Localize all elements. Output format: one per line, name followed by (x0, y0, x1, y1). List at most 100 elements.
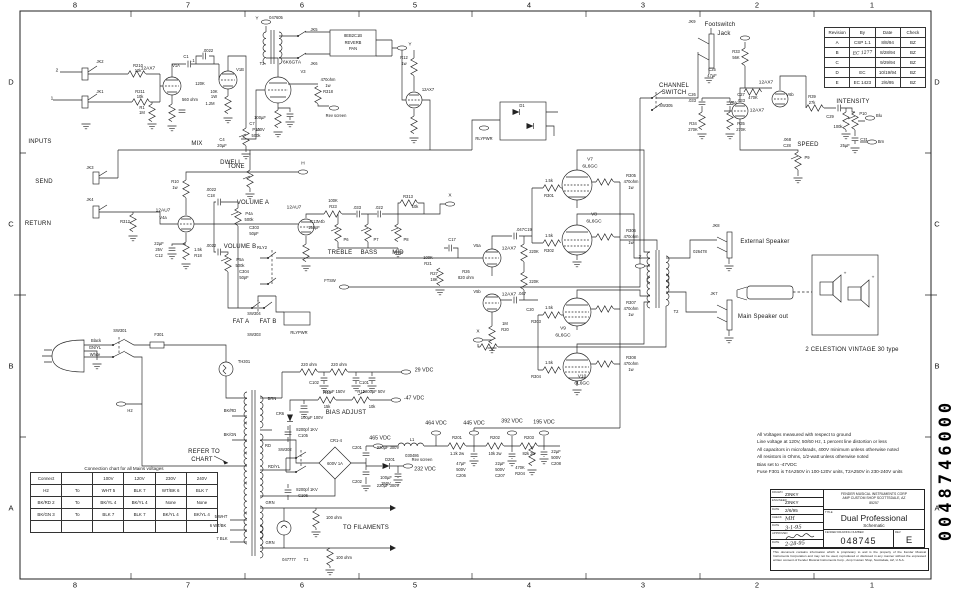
schematic-label: 1M (502, 320, 508, 326)
schematic-label: FAT B (259, 319, 277, 325)
schematic-label: .047 (516, 226, 524, 232)
schematic-label: R26 (462, 268, 470, 274)
schematic-label: 150pF (308, 224, 320, 230)
schematic-label: 195 VDC (533, 419, 555, 426)
schematic-label: SWITCH (661, 90, 687, 96)
schematic-label: P8 (403, 236, 409, 242)
schematic-label: .0022 (202, 47, 214, 53)
schematic-label: C27 (737, 91, 745, 97)
table-cell: WT/BK 6 (154, 484, 187, 497)
schematic-label: BK/GN (223, 431, 237, 437)
table-cell: D (823, 67, 851, 78)
schematic-label: VOLUME B (223, 244, 257, 250)
schematic-label: 5 WHT (214, 513, 228, 519)
schematic-label: 6K6GTA (282, 60, 302, 66)
schematic-label: 047605 (269, 14, 283, 20)
schematic-label: C4 (219, 136, 225, 142)
table-cell: BLK 7 (123, 508, 156, 521)
schematic-label: 220K (529, 248, 539, 254)
schematic-label: 1.2k 2w (449, 450, 465, 456)
schematic-label: Rev screen (411, 456, 433, 462)
grid-label: 6 (299, 0, 305, 10)
drawing-number-label: FENDER DRAWING NUMBER (825, 530, 864, 534)
schematic-label: MID (392, 250, 404, 256)
note-line: Bias set to -47VDC (757, 461, 797, 467)
table-cell: BZ (899, 47, 927, 58)
schematic-label: 1w (628, 311, 634, 317)
table-cell: EC (849, 67, 876, 78)
schematic-label: R306 (626, 227, 636, 233)
schematic-label: 1.5k (545, 177, 553, 183)
field-label: DATE (772, 539, 780, 544)
schematic-label: 220µF 300V (376, 482, 400, 488)
table-header: Revision (823, 27, 851, 38)
schematic-label: C18 (207, 192, 215, 198)
schematic-label: .0022 (205, 186, 217, 192)
schematic-label: 470ohm (623, 178, 639, 184)
schematic-label: 470ohm (320, 76, 336, 82)
schematic-label: TREBLE (327, 250, 353, 256)
schematic-label: 1 (50, 96, 54, 102)
schematic-label: 10k (368, 403, 376, 409)
schematic-label: 1.5k (545, 359, 553, 365)
schematic-label: .033 (737, 97, 745, 103)
grid-label: 6 (299, 580, 305, 590)
schematic-label: Z (638, 255, 642, 261)
schematic-label: R39 (808, 93, 816, 99)
schematic-label: C208 (551, 460, 561, 466)
title-label: TITLE (825, 510, 833, 514)
schematic-label: 1.5k (545, 232, 553, 238)
schematic-label: R313 (403, 193, 413, 199)
schematic-label: Brn (877, 138, 885, 144)
schematic-label: 464 VDC (425, 420, 447, 427)
schematic-label: 270K (736, 126, 746, 132)
table-cell (29, 520, 63, 533)
schematic-label: RLYPWR (290, 329, 308, 335)
schematic-label: .0022 (205, 242, 217, 248)
schematic-label: C207 (495, 472, 505, 478)
drawing-title: Dual Professional (840, 513, 908, 523)
schematic-label: P5a (236, 256, 244, 262)
table-cell: 9/29/94 (874, 57, 901, 68)
schematic-label: JK6 (310, 60, 318, 66)
schematic-label: .022 (375, 204, 383, 210)
schematic-label: P10 (859, 110, 867, 116)
schematic-label: 1w (628, 239, 634, 245)
schematic-label: R1 (139, 104, 145, 110)
schematic-label: 1.5k (545, 304, 553, 310)
schematic-label: 1W (210, 93, 218, 99)
schematic-label: 1w (628, 366, 634, 372)
table-cell: To (61, 496, 94, 509)
schematic-label: C26 (688, 91, 696, 97)
company-line: FENDER MUSICAL INSTRUMENTS CORP (841, 492, 907, 496)
schematic-label: 220 ohm (301, 361, 317, 367)
schematic-label: 20µF (217, 142, 227, 148)
schematic-label: 500V (551, 454, 561, 460)
table-cell: BZ (899, 77, 927, 88)
table-cell: H2 (29, 484, 63, 497)
legal-notice: This document contains information which… (770, 548, 929, 571)
grid-label: 3 (640, 0, 646, 10)
schematic-label: C106 (298, 492, 308, 498)
schematic-label: R307 (626, 299, 636, 305)
revision-cell: REV E (894, 530, 924, 547)
schematic-label: GN/YL (88, 344, 102, 350)
grid-label: 5 (412, 0, 418, 10)
schematic-label: 12AU7 (286, 205, 302, 211)
schematic-label: 1w (325, 82, 331, 88)
schematic-label: P7 (373, 236, 379, 242)
schematic-label: V7 (587, 157, 593, 163)
schematic-label: 500V (456, 466, 466, 472)
schematic-label: 50pF (249, 230, 259, 236)
table-cell: 2/6/95 (874, 77, 901, 88)
schematic-label: 12AX7 (501, 246, 517, 252)
schematic-label: 8EB2C1B (344, 32, 362, 38)
schematic-label: 12AX7 (758, 80, 774, 86)
schematic-label: CHANNEL (658, 83, 690, 89)
field-label: APPROVED (772, 531, 788, 536)
